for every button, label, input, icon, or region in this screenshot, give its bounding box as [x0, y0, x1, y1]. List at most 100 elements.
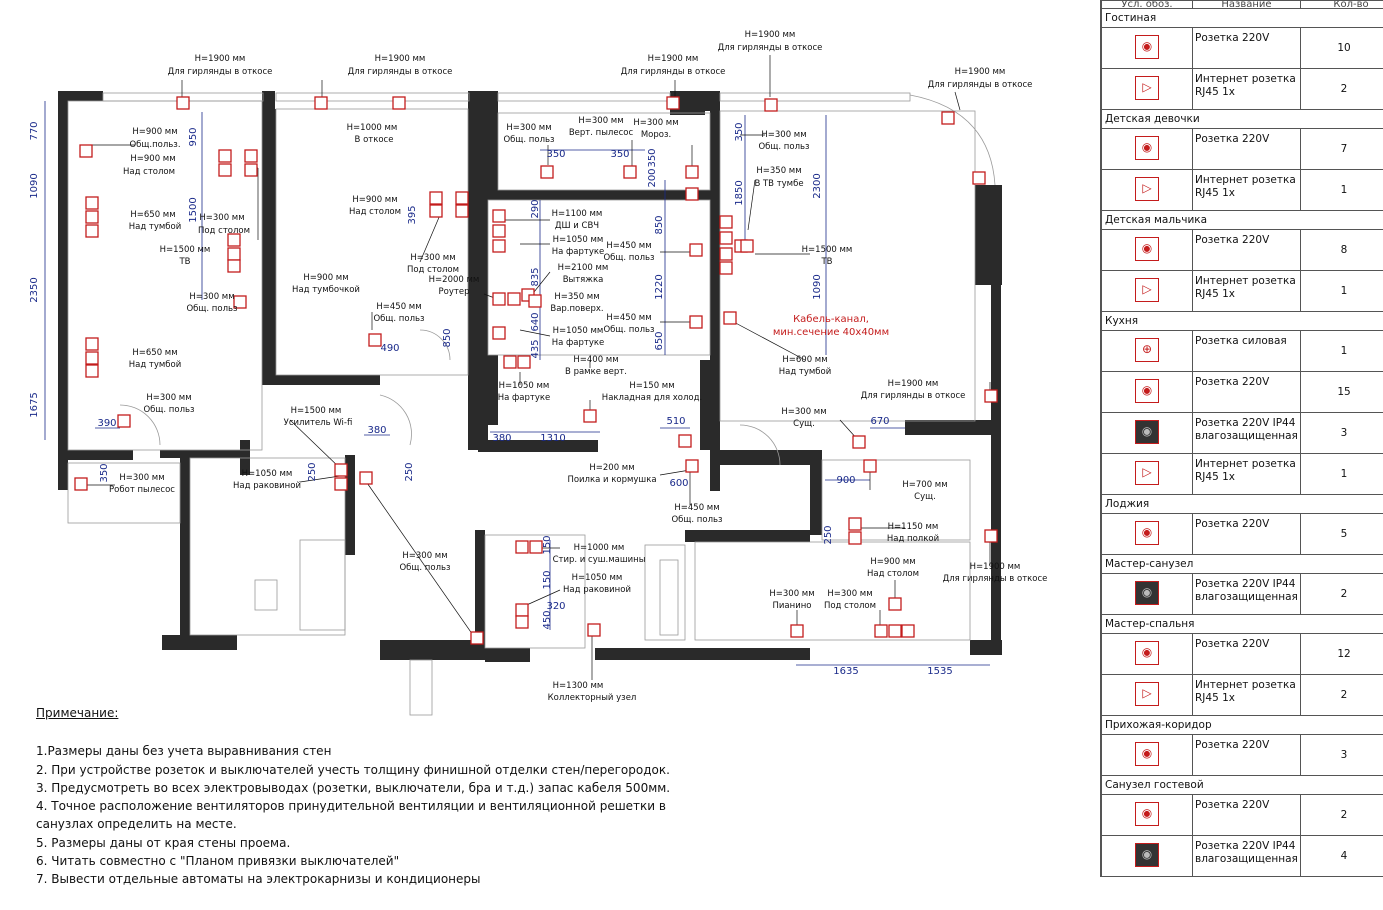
dimension-label: 250: [823, 525, 834, 544]
dimension-label: 350: [647, 148, 658, 167]
legend-item-qty: 3: [1300, 734, 1383, 776]
socket-label: H=650 мм: [132, 348, 177, 358]
socket-label: H=1900 мм: [970, 562, 1021, 572]
socket-label: Для гирлянды в откосе: [943, 574, 1048, 584]
cable-channel-note: Кабель-канал, мин.сечение 40х40мм: [773, 314, 889, 338]
socket-label: На фартуке: [498, 393, 551, 403]
socket-label: В рамке верт.: [565, 367, 627, 377]
socket-label: H=1050 мм: [242, 469, 293, 479]
socket-label: H=2100 мм: [558, 263, 609, 273]
socket-220v-icon: ◉: [1135, 640, 1159, 665]
legend-item-name: Интернет розетка RJ45 1х: [1192, 68, 1301, 110]
legend-item-name: Розетка 220V IP44 влагозащищенная: [1192, 835, 1301, 877]
power-socket-icon-glyph: ⊕: [1141, 341, 1153, 356]
socket-label: H=900 мм: [303, 273, 348, 283]
socket-label: H=900 мм: [870, 557, 915, 567]
socket-label: H=300 мм: [827, 589, 872, 599]
socket-label: H=1050 мм: [499, 381, 550, 391]
socket-label: Общ. польз: [143, 405, 195, 415]
legend-icon-cell: ◉: [1101, 734, 1193, 776]
socket-label: H=450 мм: [376, 302, 421, 312]
socket-label: Над тумбой: [129, 360, 182, 370]
legend-icon-cell: ◉: [1101, 27, 1193, 69]
socket-label: H=1900 мм: [195, 54, 246, 64]
socket-label: Вытяжка: [563, 275, 604, 285]
socket-label: Над раковиной: [233, 481, 301, 491]
socket-label: Общ. польз: [603, 253, 655, 263]
socket-label: Накладная для холод.: [602, 393, 702, 403]
dimension-label: 350: [610, 149, 629, 160]
notes-lines: 1.Размеры даны без учета выравнивания ст…: [36, 742, 696, 888]
socket-label: Общ. польз: [373, 314, 425, 324]
legend-group-row: Детская девочки: [1101, 109, 1383, 129]
dimension-label: 320: [546, 601, 565, 612]
legend-icon-cell: ▷: [1101, 68, 1193, 110]
legend-group-name: Мастер-спальня: [1101, 614, 1383, 634]
socket-label: Для гирлянды в откосе: [168, 67, 273, 77]
legend-icon-cell: ▷: [1101, 674, 1193, 716]
legend-item-name: Розетка 220V: [1192, 794, 1301, 836]
legend-group-row: Прихожая-коридор: [1101, 715, 1383, 735]
socket-label: В откосе: [355, 135, 394, 145]
socket-label: H=300 мм: [402, 551, 447, 561]
dimension-label: 835: [530, 267, 541, 286]
internet-socket-icon-glyph: ▷: [1142, 180, 1152, 195]
legend-item-name: Розетка 220V IP44 влагозащищенная: [1192, 573, 1301, 615]
legend-group-row: Мастер-спальня: [1101, 614, 1383, 634]
socket-label: H=300 мм: [506, 123, 551, 133]
dimension-label: 1090: [29, 173, 40, 198]
leader-lines: [82, 55, 991, 680]
socket-220v-icon-glyph: ◉: [1141, 644, 1153, 659]
socket-label: На фартуке: [552, 247, 605, 257]
legend-item-name: Розетка 220V: [1192, 229, 1301, 271]
dimension-label: 1850: [734, 180, 745, 205]
socket-label: Над раковиной: [563, 585, 631, 595]
dimension-label: 200: [647, 168, 658, 187]
legend-group-name: Лоджия: [1101, 494, 1383, 514]
dimension-label: 380: [367, 425, 386, 436]
dimension-label: 150: [542, 535, 553, 554]
internet-socket-icon-glyph: ▷: [1142, 685, 1152, 700]
legend-item-qty: 1: [1300, 453, 1383, 495]
socket-label: Для гирлянды в откосе: [928, 80, 1033, 90]
dimension-label: 510: [666, 416, 685, 427]
socket-label: Под столом: [198, 226, 250, 236]
legend-group-name: Гостиная: [1101, 8, 1383, 28]
legend-icon-cell: ⊕: [1101, 330, 1193, 372]
socket-label: H=300 мм: [119, 473, 164, 483]
dimension-label: 380: [492, 433, 511, 444]
socket-label: Общ. польз: [758, 142, 810, 152]
dimension-label: 2300: [812, 173, 823, 198]
internet-socket-icon: ▷: [1135, 75, 1159, 100]
dimension-label: 1090: [812, 274, 823, 299]
socket-label: H=1150 мм: [888, 522, 939, 532]
legend-group-name: Кухня: [1101, 311, 1383, 331]
socket-label: H=300 мм: [578, 116, 623, 126]
legend-item-name: Розетка 220V IP44 влагозащищенная: [1192, 412, 1301, 454]
dimension-label: 850: [654, 215, 665, 234]
dimension-label: 1220: [654, 274, 665, 299]
socket-220v-icon: ◉: [1135, 34, 1159, 59]
dimension-label: 350: [99, 463, 110, 482]
socket-label: Над тумбой: [779, 367, 832, 377]
internet-socket-icon: ▷: [1135, 176, 1159, 201]
legend-item-name: Интернет розетка RJ45 1х: [1192, 453, 1301, 495]
socket-label: H=1900 мм: [375, 54, 426, 64]
socket-label: Мороз.: [641, 130, 671, 140]
socket-label: Общ. польз: [186, 304, 238, 314]
internet-socket-icon-glyph: ▷: [1142, 464, 1152, 479]
socket-label: Над тумбочкой: [292, 285, 360, 295]
internet-socket-icon: ▷: [1135, 277, 1159, 302]
legend-item-name: Интернет розетка RJ45 1х: [1192, 169, 1301, 211]
socket-220v-icon: ◉: [1135, 378, 1159, 403]
socket-label: H=1500 мм: [160, 245, 211, 255]
